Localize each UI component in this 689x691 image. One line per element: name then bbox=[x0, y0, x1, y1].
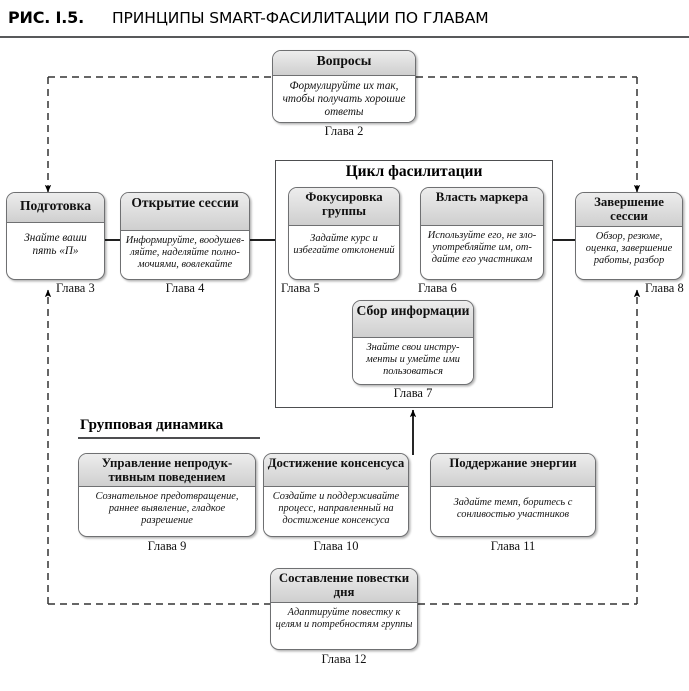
node-questions-chapter: Глава 2 bbox=[324, 124, 364, 138]
node-preparation-chapter: Глава 3 bbox=[56, 281, 95, 295]
node-opening[interactable]: Открытие сессии Информируйте, воодушев­л… bbox=[120, 192, 250, 280]
node-closing-chapter: Глава 8 bbox=[645, 281, 684, 295]
node-preparation[interactable]: Подготовка Знайте ваши пять «П» bbox=[6, 192, 105, 280]
node-opening-title: Открытие сессии bbox=[121, 193, 249, 231]
node-questions[interactable]: Вопросы Формулируйте их так, чтобы получ… bbox=[272, 50, 416, 123]
node-dysfunction[interactable]: Управление непродук­тивным поведением Со… bbox=[78, 453, 256, 537]
node-dysfunction-chapter: Глава 9 bbox=[147, 539, 187, 553]
group-dynamics-title: Групповая динамика bbox=[80, 417, 224, 433]
node-preparation-body: Знайте ваши пять «П» bbox=[7, 223, 104, 262]
node-consensus-body: Создайте и поддерживайте процесс, направ… bbox=[264, 487, 408, 531]
node-marker-chapter: Глава 6 bbox=[418, 281, 457, 295]
node-agenda-body: Адаптируйте повестку к целям и потребнос… bbox=[271, 603, 417, 635]
node-gathering[interactable]: Сбор информации Знайте свои инстру­менты… bbox=[352, 300, 474, 385]
node-focus-title: Фокусировка группы bbox=[289, 188, 399, 226]
node-closing-body: Обзор, резюме, оценка, завершение работы… bbox=[576, 227, 682, 271]
node-gathering-title: Сбор информации bbox=[353, 301, 473, 338]
node-agenda[interactable]: Составление повестки дня Адаптируйте пов… bbox=[270, 568, 418, 650]
node-focus-chapter: Глава 5 bbox=[281, 281, 320, 295]
node-agenda-chapter: Глава 12 bbox=[321, 652, 367, 666]
node-closing[interactable]: Завершение сессии Обзор, резюме, оценка,… bbox=[575, 192, 683, 280]
node-consensus-chapter: Глава 10 bbox=[313, 539, 359, 553]
node-agenda-title: Составление повестки дня bbox=[271, 569, 417, 603]
node-energy-body: Задайте темп, боритесь с сонливостью уча… bbox=[431, 487, 595, 525]
node-marker[interactable]: Власть маркера Используйте его, не зло­у… bbox=[420, 187, 544, 280]
node-consensus-title: Достижение консенсуса bbox=[264, 454, 408, 487]
node-consensus[interactable]: Достижение консенсуса Создайте и поддерж… bbox=[263, 453, 409, 537]
node-questions-title: Вопросы bbox=[273, 51, 415, 76]
figure-number: РИС. I.5. bbox=[8, 8, 84, 27]
node-opening-chapter: Глава 4 bbox=[165, 281, 205, 295]
header-divider bbox=[0, 36, 689, 38]
node-focus-body: Задайте курс и избегайте отклонений bbox=[289, 226, 399, 261]
node-energy-chapter: Глава 11 bbox=[490, 539, 536, 553]
node-gathering-body: Знайте свои инстру­менты и умейте ими по… bbox=[353, 338, 473, 382]
node-energy-title: Поддержание энергии bbox=[431, 454, 595, 487]
node-dysfunction-body: Сознательное предотвращение, раннее выяв… bbox=[79, 487, 255, 531]
node-energy[interactable]: Поддержание энергии Задайте темп, борите… bbox=[430, 453, 596, 537]
node-marker-title: Власть маркера bbox=[421, 188, 543, 226]
node-focus[interactable]: Фокусировка группы Задайте курс и избега… bbox=[288, 187, 400, 280]
figure-header: РИС. I.5. ПРИНЦИПЫ SMART-ФАСИЛИТАЦИИ ПО … bbox=[0, 0, 689, 42]
node-dysfunction-title: Управление непродук­тивным поведением bbox=[79, 454, 255, 487]
figure-title: ПРИНЦИПЫ SMART-ФАСИЛИТАЦИИ ПО ГЛАВАМ bbox=[112, 9, 489, 27]
node-closing-title: Завершение сессии bbox=[576, 193, 682, 227]
node-opening-body: Информируйте, воодушев­ляйте, наделяйте … bbox=[121, 231, 249, 275]
node-questions-body: Формулируйте их так, чтобы получать хоро… bbox=[273, 76, 415, 122]
cycle-title: Цикл фасилитации bbox=[345, 163, 483, 180]
node-marker-body: Используйте его, не зло­употребляйте им,… bbox=[421, 226, 543, 270]
node-preparation-title: Подготовка bbox=[7, 193, 104, 223]
group-dynamics-underline bbox=[78, 437, 260, 439]
node-gathering-chapter: Глава 7 bbox=[393, 386, 433, 400]
